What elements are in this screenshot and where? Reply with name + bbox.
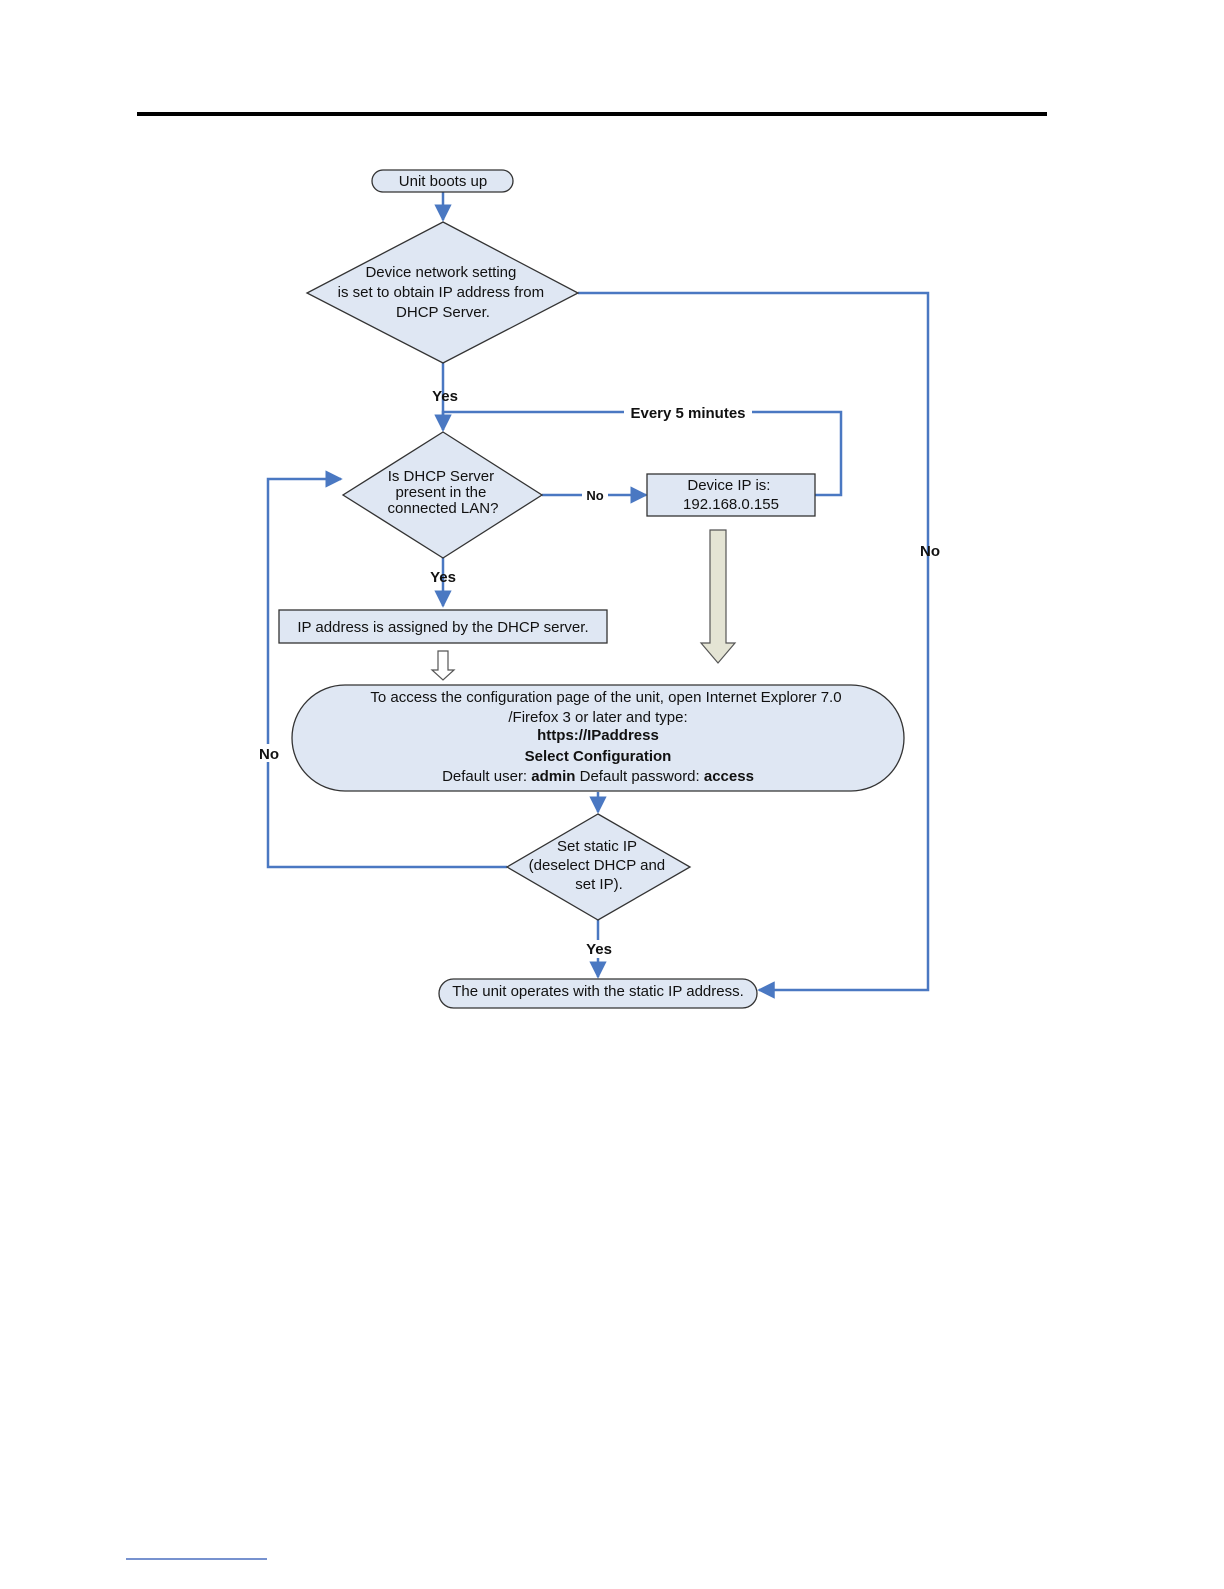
connector-static-no	[266, 470, 507, 869]
access-instructions: To access the configuration page of the …	[291, 684, 905, 792]
edge-labels: Yes No Every 5 minutes No Yes No Yes	[255, 388, 940, 958]
default-ip-box: Device IP is: 192.168.0.155	[646, 473, 816, 517]
edge-label-every-5-minutes: Every 5 minutes	[630, 405, 745, 422]
access-password: access	[704, 768, 754, 785]
decision-server-present-line: Is DHCP Server	[388, 468, 494, 485]
assigned-box: IP address is assigned by the DHCP serve…	[278, 609, 608, 644]
svg-text:Is DHCP Server present i: Is DHCP Server present in the connected …	[388, 468, 499, 517]
access-line-1: To access the configuration page of the …	[370, 689, 841, 706]
decision-server-present-line: connected LAN?	[388, 500, 499, 517]
connector-setting-no	[578, 291, 930, 999]
start-node-label: Unit boots up	[399, 173, 487, 190]
edge-label-yes: Yes	[430, 569, 456, 586]
access-line-2: /Firefox 3 or later and type:	[508, 709, 687, 726]
assigned-label: IP address is assigned by the DHCP serve…	[297, 619, 588, 636]
svg-text:Set static IP (deselect: Set static IP (deselect DHCP and set IP)…	[529, 838, 670, 893]
block-arrow-small	[430, 650, 456, 681]
default-ip-line: 192.168.0.155	[683, 496, 779, 513]
decision-static-line: (deselect DHCP and	[529, 857, 665, 874]
access-user: admin	[531, 768, 575, 785]
access-user-label: Default user:	[442, 768, 531, 785]
decision-dhcp-setting: Device network setting is set to obtain …	[305, 221, 580, 364]
svg-text:Device IP is: 192.168.0.: Device IP is: 192.168.0.155	[683, 477, 779, 513]
edge-label-yes: Yes	[432, 388, 458, 405]
edge-label-no: No	[259, 746, 279, 763]
access-url: https://IPaddress	[537, 727, 659, 744]
end-node-label: The unit operates with the static IP add…	[452, 983, 744, 1000]
edge-label-background	[624, 402, 752, 421]
edge-label-no: No	[586, 488, 603, 503]
access-password-label: Default password:	[575, 768, 703, 785]
svg-text:Device network setting i: Device network setting is set to obtain …	[338, 264, 549, 321]
connector-every-5-minutes	[434, 410, 843, 497]
edge-label-background	[582, 940, 616, 958]
edge-label-no: No	[920, 543, 940, 560]
block-arrow-large	[699, 529, 737, 664]
decision-static-line: set IP).	[575, 876, 623, 893]
decision-dhcp-setting-line: is set to obtain IP address from	[338, 284, 545, 301]
start-node: Unit boots up	[371, 169, 514, 193]
decision-static-line: Set static IP	[557, 838, 637, 855]
edge-label-background	[255, 744, 283, 762]
access-select: Select Configuration	[525, 748, 672, 765]
decision-dhcp-setting-line: DHCP Server.	[396, 304, 490, 321]
edge-label-background	[582, 487, 608, 503]
decision-static-ip: Set static IP (deselect DHCP and set IP)…	[505, 813, 692, 921]
svg-text:Default user: admin Default pa: Default user: admin Default password: ac…	[442, 768, 754, 785]
default-ip-line: Device IP is:	[687, 477, 770, 494]
end-node: The unit operates with the static IP add…	[438, 978, 758, 1009]
edge-label-yes: Yes	[586, 941, 612, 958]
decision-server-present: Is DHCP Server present in the connected …	[341, 431, 544, 559]
decision-dhcp-setting-line: Device network setting	[365, 264, 516, 281]
decision-server-present-line: present in the	[395, 484, 486, 501]
